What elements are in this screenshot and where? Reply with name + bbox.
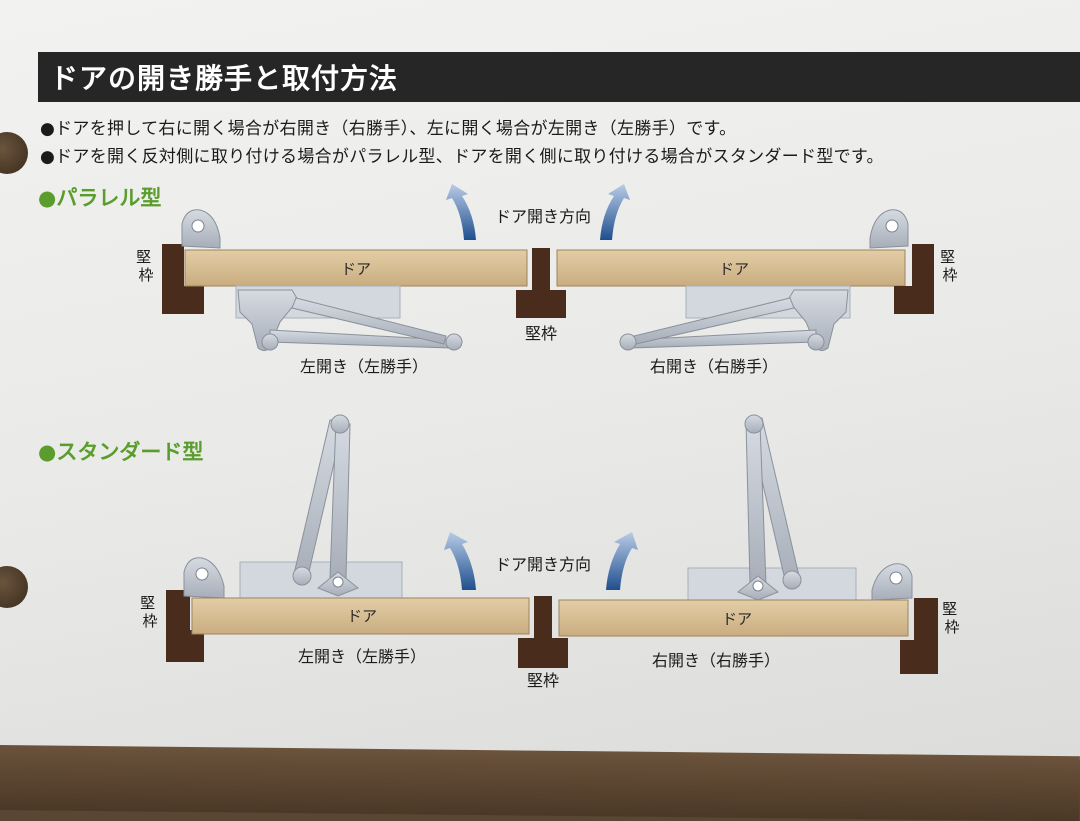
parallel-caption-left: 左開き（左勝手） xyxy=(300,357,428,376)
parallel-frame-right-char1: 堅 xyxy=(940,248,955,266)
parallel-frame-left-label: 堅 枠 xyxy=(136,248,156,284)
parallel-frame-left-char1: 堅 xyxy=(136,248,151,266)
standard-closer-body-right xyxy=(687,567,857,603)
standard-door-right xyxy=(558,599,909,637)
standard-door-right-label: ドア xyxy=(722,610,752,628)
parallel-closer-left xyxy=(235,285,463,352)
parallel-frame-center-label: 堅枠 xyxy=(525,324,557,343)
standard-frame-right xyxy=(900,598,938,674)
parallel-arrow-right xyxy=(600,184,630,240)
parallel-closer-right xyxy=(619,285,851,352)
parallel-door-right xyxy=(556,249,906,287)
parallel-hinge-right xyxy=(869,209,909,249)
standard-door-left xyxy=(191,597,530,635)
standard-frame-left xyxy=(166,590,204,662)
standard-frame-center xyxy=(518,596,568,668)
parallel-frame-center xyxy=(516,248,566,318)
standard-frame-left-label: 堅 枠 xyxy=(140,594,160,630)
standard-arrow-left xyxy=(444,532,476,590)
standard-hinge-left xyxy=(183,557,225,599)
parallel-hinge-left xyxy=(181,209,221,249)
door-diagram: 堅 枠 ドア 左開き（左勝手） 堅枠 xyxy=(136,184,962,690)
standard-door-left-label: ドア xyxy=(347,607,377,625)
standard-frame-left-char2: 枠 xyxy=(142,612,157,630)
standard-arm-left xyxy=(292,414,359,597)
parallel-arrow-left xyxy=(446,184,476,240)
parallel-frame-right-char2: 枠 xyxy=(942,266,957,284)
parallel-frame-left-char2: 枠 xyxy=(138,266,153,284)
parallel-caption-right: 右開き（右勝手） xyxy=(650,357,778,376)
title-bar xyxy=(38,52,1080,102)
standard-caption-right: 右開き（右勝手） xyxy=(652,651,780,670)
bullet-1: ●ドアを押して右に開く場合が右開き（右勝手）、左に開く場合が左開き（左勝手）です… xyxy=(40,119,737,139)
parallel-frame-right xyxy=(894,244,934,314)
standard-hinge-right xyxy=(871,563,913,601)
standard-frame-center-label: 堅枠 xyxy=(527,671,559,690)
standard-frame-left-char1: 堅 xyxy=(140,594,155,612)
standard-open-direction: ドア開き方向 xyxy=(495,555,591,574)
document-page: ドアの開き勝手と取付方法 ●ドアを押して右に開く場合が右開き（右勝手）、左に開く… xyxy=(0,0,1080,760)
parallel-door-right-label: ドア xyxy=(719,260,749,278)
standard-caption-left: 左開き（左勝手） xyxy=(298,647,426,666)
standard-frame-right-char1: 堅 xyxy=(942,600,957,618)
parallel-open-direction: ドア開き方向 xyxy=(495,207,591,226)
parallel-door-left-label: ドア xyxy=(341,260,371,278)
parallel-frame-left xyxy=(162,244,204,314)
parallel-heading: ●パラレル型 xyxy=(38,186,162,210)
bullet-2: ●ドアを開く反対側に取り付ける場合がパラレル型、ドアを開く側に取り付ける場合がス… xyxy=(40,147,884,167)
standard-arrow-right xyxy=(606,532,638,590)
standard-frame-right-label: 堅 枠 xyxy=(942,600,962,636)
standard-frame-right-char2: 枠 xyxy=(944,618,959,636)
parallel-frame-right-label: 堅 枠 xyxy=(940,248,960,284)
standard-closer-body-left xyxy=(239,561,403,599)
page-title: ドアの開き勝手と取付方法 xyxy=(50,62,399,95)
standard-arm-right xyxy=(737,414,802,601)
standard-heading: ●スタンダード型 xyxy=(38,440,204,464)
